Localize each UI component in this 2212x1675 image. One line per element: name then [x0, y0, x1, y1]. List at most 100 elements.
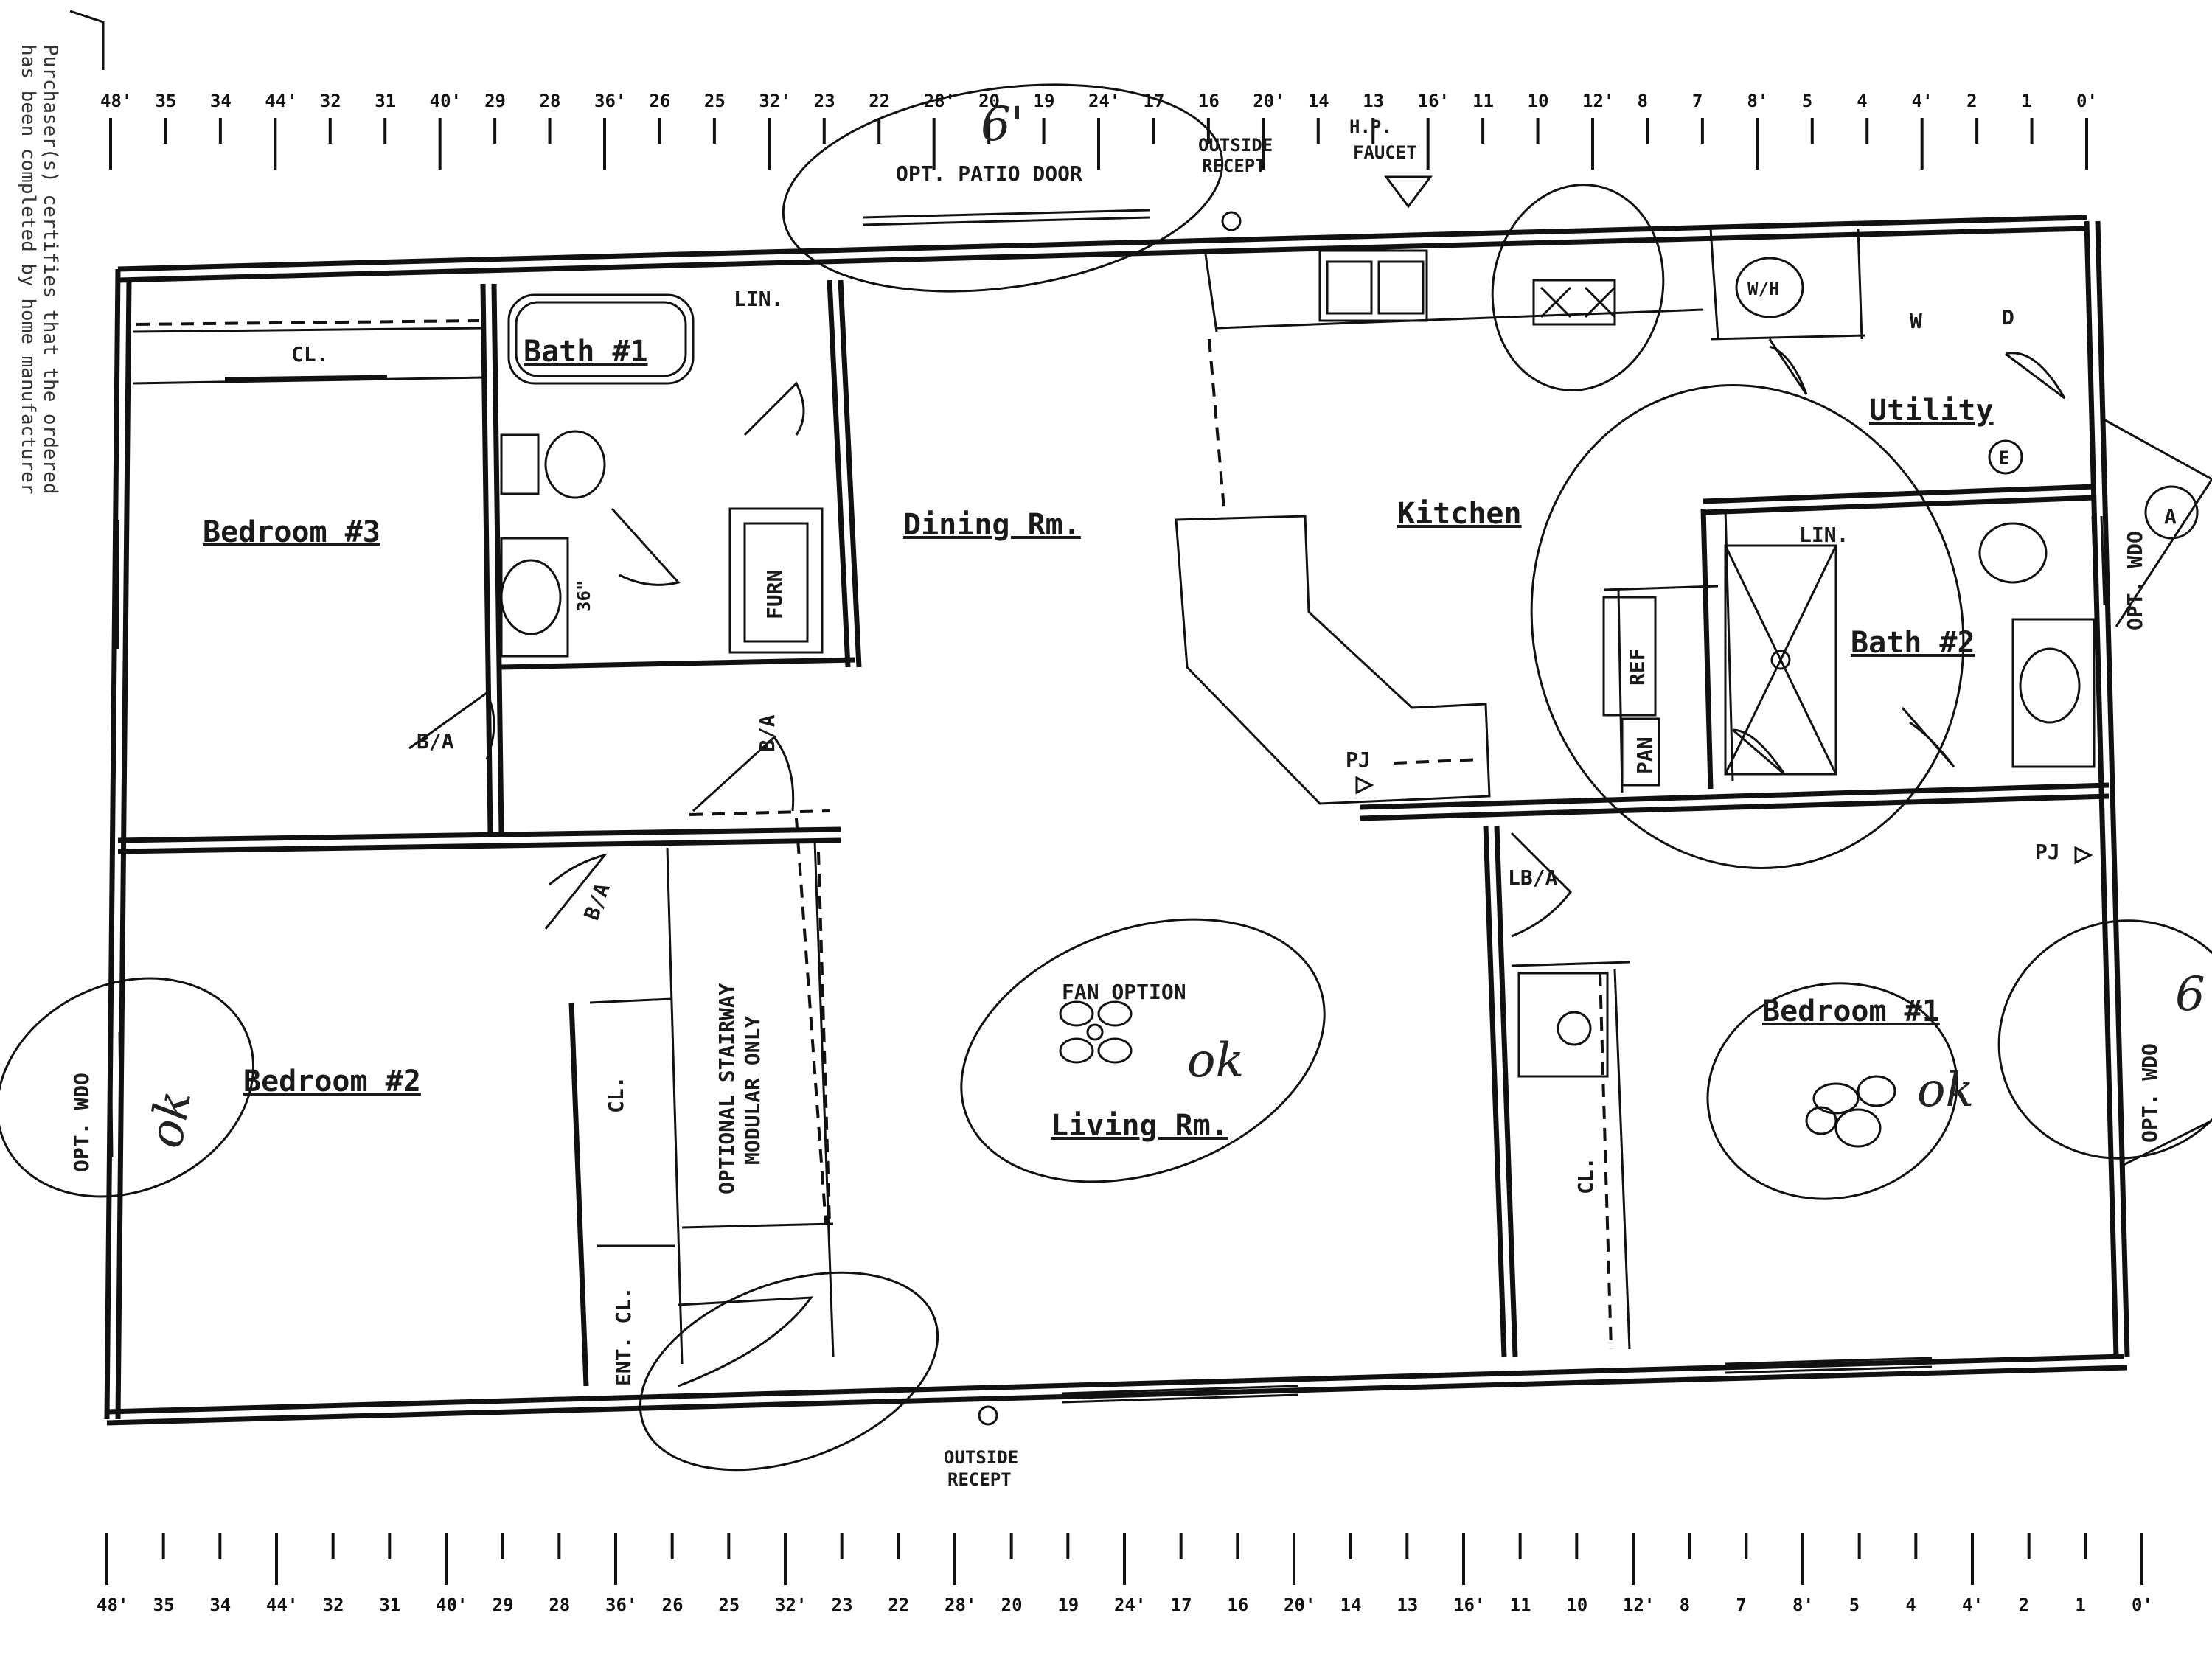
label-stairway-line1: OPTIONAL STAIRWAY [714, 983, 739, 1194]
ruler-bottom-label: 36' [605, 1595, 637, 1615]
label-water-heater: W/H [1747, 279, 1779, 299]
ruler-bottom-label: 44' [266, 1595, 298, 1615]
ruler-top-label: 23 [814, 91, 835, 111]
label-refrigerator: REF [1625, 648, 1649, 686]
label-washer: W [1910, 309, 1922, 333]
ruler-bottom-label: 10 [1566, 1595, 1587, 1615]
label-bifold-bedroom1: LB/A [1508, 866, 1558, 890]
ruler-bottom-label: 20' [1284, 1595, 1315, 1615]
label-pj-bedroom1: PJ [2035, 840, 2060, 864]
ruler-top-label: 48' [100, 91, 132, 111]
ruler-top-label: 19 [1034, 91, 1055, 111]
ruler-bottom-label: 12' [1623, 1595, 1655, 1615]
ruler-top-label: 44' [265, 91, 296, 111]
ruler-bottom-label: 14 [1340, 1595, 1362, 1615]
ruler-bottom-label: 22 [888, 1595, 909, 1615]
room-label-dining: Dining Rm. [903, 508, 1081, 542]
ruler-bottom-label: 19 [1057, 1595, 1079, 1615]
ruler-bottom-label: 28' [945, 1595, 976, 1615]
ruler-top-label: 36' [594, 91, 626, 111]
ruler-top-label: 8' [1747, 91, 1768, 111]
ruler-top-label: 25 [704, 91, 726, 111]
ruler-bottom-label: 28 [549, 1595, 570, 1615]
ceiling-fan-living [1059, 1000, 1133, 1064]
ruler-bottom-label: 26 [662, 1595, 684, 1615]
ruler-bottom-label: 1 [2075, 1595, 2085, 1615]
ruler-bottom-label: 8' [1792, 1595, 1814, 1615]
ruler-bottom-label: 16' [1453, 1595, 1485, 1615]
label-furnace: FURN [762, 570, 787, 619]
ruler-bottom-label: 34 [209, 1595, 231, 1615]
label-pantry: PAN [1632, 736, 1657, 774]
label-closet-bedroom2: CL. [604, 1076, 628, 1113]
label-outside-recept-top-2: RECEPT [1202, 156, 1266, 176]
handwritten-ok-living: ok [1187, 1034, 1244, 1088]
label-opt-patio-door: OPT. PATIO DOOR [896, 161, 1082, 186]
ruler-bottom-label: 7 [1736, 1595, 1746, 1615]
interior-walls [117, 228, 2110, 1387]
label-entry-closet: ENT. CL. [611, 1286, 636, 1386]
label-circle-e: E [1999, 448, 2009, 468]
ruler-bottom-label: 23 [832, 1595, 853, 1615]
ruler-bottom-label: 40' [436, 1595, 467, 1615]
label-linen-bath2: LIN. [1799, 523, 1848, 547]
ruler-top-label: 12' [1582, 91, 1614, 111]
margin-notice-line2: has been completed by home manufacturer [17, 44, 39, 494]
ruler-top-label: 4' [1912, 91, 1933, 111]
label-hp-faucet-2: FAUCET [1353, 142, 1417, 163]
handwritten-ok-bedroom2: ok [139, 1087, 202, 1152]
margin-notice-line1: Purchaser(s) certifies that the ordered [39, 44, 61, 494]
ruler-top-label: 13 [1363, 91, 1384, 111]
ruler-bottom-label: 4' [1962, 1595, 1983, 1615]
handwritten-patio-note: 6' [981, 97, 1023, 152]
ruler-bottom-label: 25 [718, 1595, 740, 1615]
ruler-top-label: 2 [1966, 91, 1977, 111]
label-outside-recept-bottom-1: OUTSIDE [944, 1447, 1018, 1468]
ruler-top-label: 40' [430, 91, 462, 111]
room-label-bath1: Bath #1 [524, 335, 648, 369]
room-label-living: Living Rm. [1051, 1109, 1228, 1143]
ruler-top-label: 29 [484, 91, 506, 111]
ruler-top-label: 32' [759, 91, 790, 111]
label-outside-recept-bottom-2: RECEPT [947, 1469, 1012, 1490]
label-opt-window-right-bedroom1: OPT. WDO [2138, 1043, 2162, 1143]
ruler-top-label: 24' [1088, 91, 1120, 111]
ruler-bottom-label: 48' [97, 1595, 128, 1615]
room-label-bath2: Bath #2 [1851, 626, 1975, 660]
label-bifold-bedroom2: B/A [580, 880, 615, 923]
ruler-bottom-label: 29 [493, 1595, 514, 1615]
room-label-bedroom1: Bedroom #1 [1762, 995, 1940, 1028]
ruler-top-label: 22 [869, 91, 890, 111]
label-hp-faucet-1: H.P. [1349, 116, 1392, 137]
label-opt-window-right-bath2: OPT. WDO [2123, 531, 2147, 630]
label-bifold-hall: B/A [755, 714, 779, 752]
ruler-bottom-label: 31 [379, 1595, 400, 1615]
handwritten-ok-bedroom1: ok [1917, 1063, 1974, 1118]
ruler-bottom-label: 8 [1680, 1595, 1690, 1615]
label-pj-kitchen: PJ [1346, 748, 1371, 772]
room-label-kitchen: Kitchen [1397, 497, 1522, 531]
ruler-top-label: 32 [320, 91, 341, 111]
label-door-width: 36" [574, 580, 594, 612]
ruler-top-label: 0' [2076, 91, 2098, 111]
ruler-bottom-label: 32 [323, 1595, 344, 1615]
label-bifold-bedroom3: B/A [417, 729, 454, 753]
windows [109, 209, 2121, 1418]
ruler-top-label: 5 [1802, 91, 1812, 111]
ruler-bottom-label: 17 [1171, 1595, 1192, 1615]
ruler-top-label: 31 [375, 91, 396, 111]
label-stairway-line2: MODULAR ONLY [740, 1016, 765, 1165]
ruler-bottom-label: 20 [1001, 1595, 1023, 1615]
ruler-top-label: 10 [1528, 91, 1549, 111]
handwritten-circles [0, 83, 2212, 1472]
handwritten-right-edge-note: 6 [2175, 967, 2205, 1022]
ruler-top-label: 14 [1308, 91, 1329, 111]
ruler-top-label: 16 [1198, 91, 1220, 111]
ruler-bottom-label: 11 [1510, 1595, 1531, 1615]
label-closet-bedroom1: CL. [1573, 1157, 1598, 1194]
ruler-bottom-label: 24' [1114, 1595, 1146, 1615]
label-outside-recept-top-1: OUTSIDE [1198, 135, 1273, 156]
